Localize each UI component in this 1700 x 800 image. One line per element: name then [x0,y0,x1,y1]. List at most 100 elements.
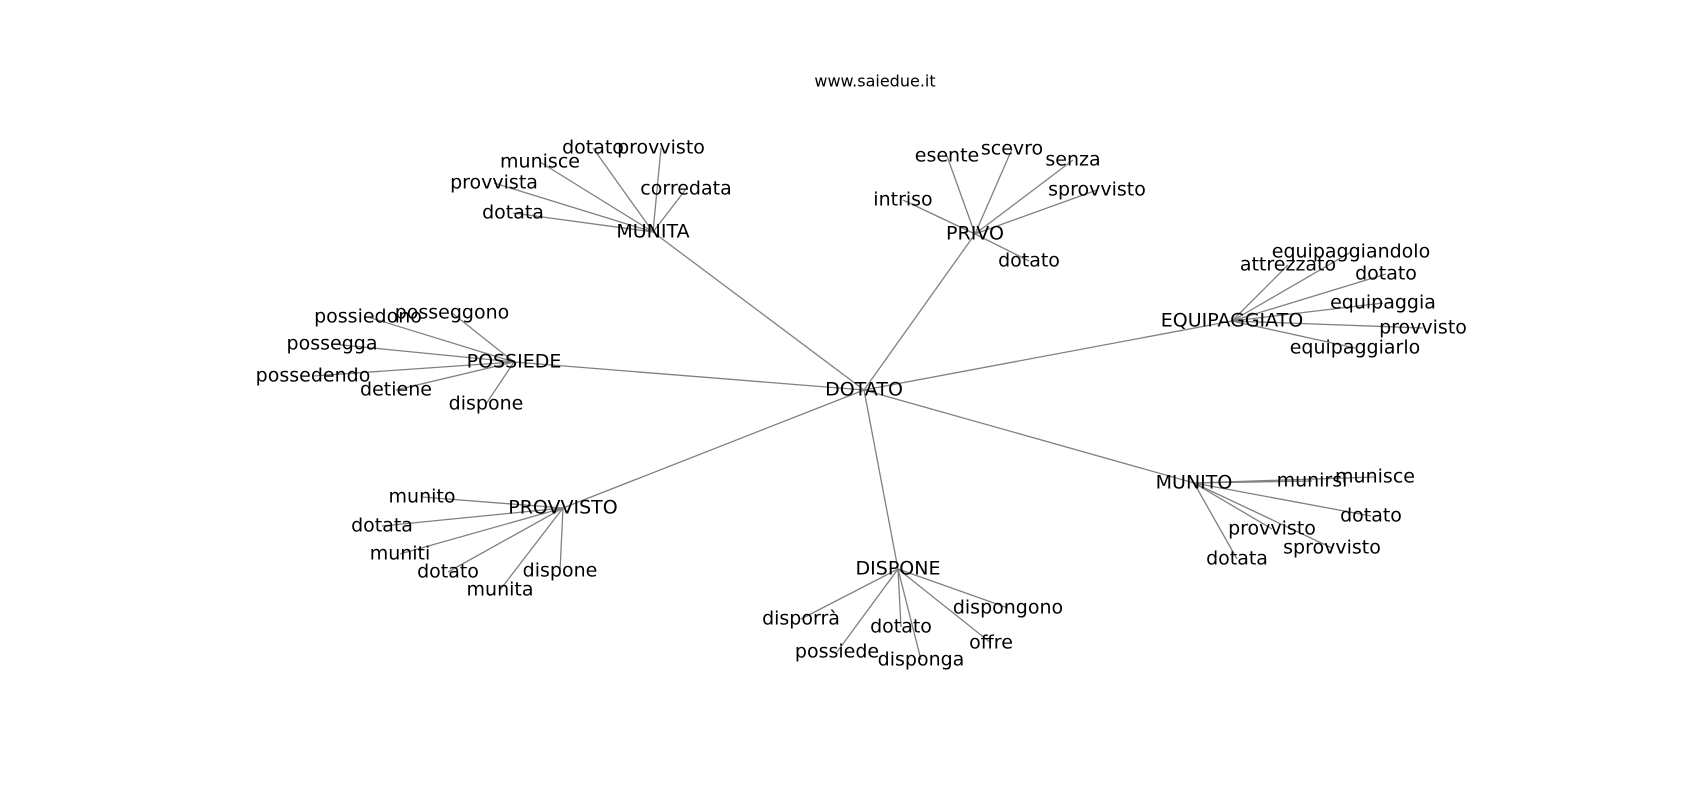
edge-hub-to-leaf [559,507,564,572]
leaf-node-label: munito [389,486,456,508]
edge-hub-to-leaf [592,147,654,233]
leaf-node-label: disporrà [762,608,840,630]
leaf-node-label: munisce [500,151,580,173]
leaf-node-label: sprovvisto [1048,179,1146,201]
leaf-node-label: provvisto [617,137,705,159]
edge-center-to-hub [652,231,865,391]
leaf-node-label: equipaggiarlo [1290,337,1421,359]
edge-hub-to-leaf [897,568,922,661]
leaf-node-label: dispone [449,393,524,415]
edge-hub-to-leaf [836,568,899,653]
leaf-node-label: possedendo [256,365,371,387]
leaf-node-label: dotato [998,250,1060,272]
leaf-node-label: provvisto [1228,518,1316,540]
edge-center-to-hub [863,389,899,570]
edge-hub-to-leaf [539,161,654,233]
edge-hub-to-leaf [652,188,687,233]
hub-node-label: POSSIEDE [467,351,562,373]
leaf-node-label: dispone [523,560,598,582]
hub-node-label: MUNITO [1156,472,1233,494]
leaf-node-label: posseggono [395,302,510,324]
hub-node-label: MUNITA [616,221,689,243]
edge-hub-to-leaf [974,189,1098,235]
leaf-node-label: dotato [417,561,479,583]
edge-hub-to-leaf [946,155,976,235]
leaf-node-label: provvista [450,172,538,194]
leaf-node-label: scevro [981,138,1043,160]
edge-hub-to-leaf [897,568,1009,609]
edge-hub-to-leaf [381,507,564,527]
hub-node-label: EQUIPAGGIATO [1161,310,1304,332]
leaf-node-label: sprovvisto [1283,537,1381,559]
leaf-node-label: possegga [287,333,378,355]
edge-center-to-hub [562,389,865,509]
edge-center-to-hub [863,233,976,391]
leaf-node-label: equipaggia [1330,292,1436,314]
edge-hub-to-leaf [447,507,564,573]
labels-layer: DOTATOMUNITAdotatoprovvistomuniscecorred… [256,137,1467,671]
edge-hub-to-leaf [451,312,515,363]
leaf-node-label: possiedono [314,306,422,328]
edge-center-to-hub [863,320,1233,391]
leaf-node-label: provvisto [1379,317,1467,339]
leaf-node-label: munita [467,579,534,601]
leaf-node-label: dotata [1206,548,1268,570]
edge-hub-to-leaf [1193,482,1273,530]
edge-hub-to-leaf [974,159,1074,235]
edge-hub-to-leaf [1193,482,1372,517]
edge-hub-to-leaf [493,182,654,233]
edge-hub-to-leaf [1193,476,1376,484]
edge-hub-to-leaf [395,361,515,391]
leaf-node-label: intriso [873,189,932,211]
leaf-node-label: corredata [640,178,731,200]
edge-hub-to-leaf [1231,320,1356,349]
edge-hub-to-leaf [1231,264,1289,322]
leaf-node-label: dotato [562,137,624,159]
leaf-node-label: dotato [1340,505,1402,527]
edge-hub-to-leaf [512,212,654,233]
leaf-node-label: munisce [1335,466,1415,488]
leaf-node-label: possiede [795,641,879,663]
edge-hub-to-leaf [421,496,564,509]
edge-hub-to-leaf [1231,273,1387,322]
leaf-node-label: muniti [370,543,431,565]
edge-hub-to-leaf [974,148,1013,235]
leaf-node-label: offre [969,632,1013,654]
edge-hub-to-leaf [331,343,515,363]
edge-hub-to-leaf [902,199,976,235]
edge-hub-to-leaf [485,361,515,405]
leaf-node-label: esente [915,145,979,167]
site-credit: www.saiedue.it [814,72,935,91]
edge-hub-to-leaf [652,147,662,233]
leaf-node-label: dotata [482,202,544,224]
edge-hub-to-leaf [1231,302,1384,322]
leaf-node-label: detiene [360,379,432,401]
edge-hub-to-leaf [974,233,1030,262]
edge-hub-to-leaf [1231,320,1424,329]
leaf-node-label: dotata [351,515,413,537]
edge-hub-to-leaf [800,568,899,620]
edge-center-to-hub [863,389,1195,484]
edge-hub-to-leaf [499,507,564,591]
edge-hub-to-leaf [399,507,564,555]
edge-hub-to-leaf [312,361,515,377]
leaf-node-label: dotato [1355,263,1417,285]
leaf-node-label: munirsi [1277,470,1348,492]
edge-hub-to-leaf [897,568,902,628]
edge-hub-to-leaf [367,316,515,363]
hub-node-label: PRIVO [946,223,1004,245]
edge-hub-to-leaf [897,568,992,644]
leaf-node-label: disponga [878,649,965,671]
hub-node-label: PROVVISTO [508,497,618,519]
edge-hub-to-leaf [1193,482,1238,560]
leaf-node-label: attrezzato [1240,254,1336,276]
edge-hub-to-leaf [1231,251,1352,322]
leaf-node-label: dispongono [953,597,1063,619]
edge-center-to-hub [513,361,865,391]
hub-node-label: DISPONE [856,558,941,580]
center-node-label: DOTATO [825,379,903,401]
leaf-node-label: senza [1045,149,1100,171]
edges-layer [312,147,1424,661]
edge-hub-to-leaf [1193,482,1333,549]
leaf-node-label: dotato [870,616,932,638]
